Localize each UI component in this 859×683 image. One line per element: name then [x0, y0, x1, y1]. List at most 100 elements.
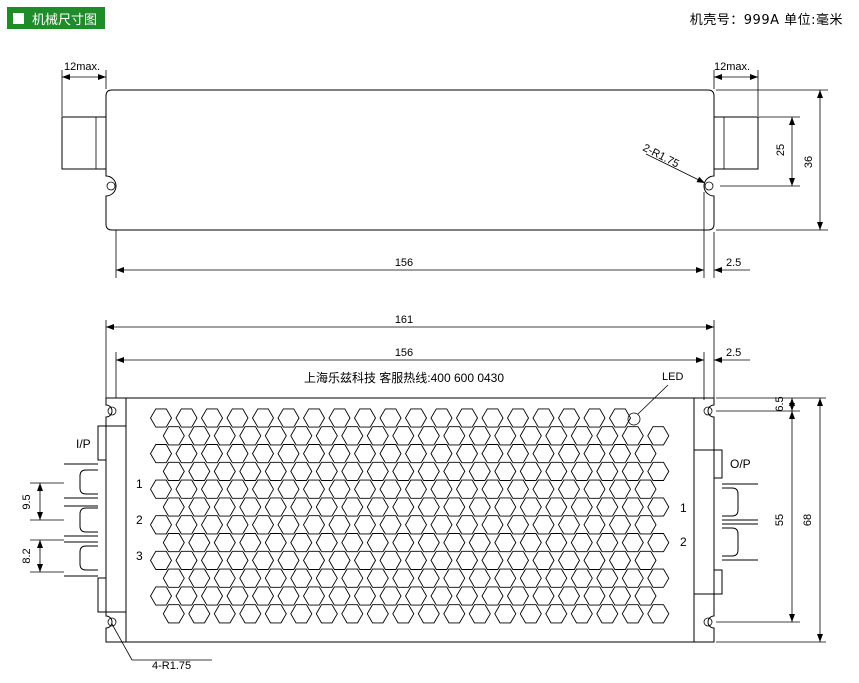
vent-hole — [608, 479, 632, 499]
vent-hole — [149, 408, 173, 428]
input-screw-terminals — [64, 463, 98, 577]
leader-led — [637, 384, 669, 415]
vent-hole — [162, 533, 185, 553]
led-label: LED — [662, 371, 683, 383]
vent-hole — [290, 497, 313, 517]
vent-hole — [545, 497, 568, 517]
vent-hole — [557, 408, 581, 428]
vent-hole — [188, 497, 211, 517]
vent-hole — [379, 408, 402, 428]
vent-hole — [277, 550, 300, 570]
vent-hole — [468, 497, 491, 517]
vent-hole — [315, 497, 338, 517]
vent-hole — [366, 426, 389, 446]
vent-hole — [200, 586, 224, 606]
section-title: 机械尺寸图 — [32, 12, 98, 28]
vent-hole — [647, 533, 670, 553]
vent-hole — [251, 408, 275, 428]
vent-hole — [583, 550, 606, 570]
dim-12max-right: 12max. — [714, 61, 750, 73]
vent-hole — [226, 515, 249, 535]
vent-hole — [341, 568, 364, 588]
vent-hole — [366, 533, 389, 553]
vent-hole — [570, 497, 593, 517]
vent-hole — [608, 586, 632, 606]
vent-hole — [392, 604, 415, 624]
vent-hole — [608, 444, 632, 464]
vent-hole — [570, 426, 593, 446]
dim-68: 68 — [802, 514, 814, 526]
vent-hole — [264, 426, 287, 446]
vent-hole — [188, 461, 211, 481]
vent-hole — [647, 568, 670, 588]
vent-hole — [290, 461, 313, 481]
dim-9-5: 9.5 — [21, 494, 33, 509]
vent-hole — [366, 497, 389, 517]
vent-hole — [443, 497, 466, 517]
vent-hole — [570, 604, 593, 624]
vent-hole — [506, 444, 530, 464]
vent-hole — [175, 550, 198, 570]
vent-hole — [175, 444, 198, 464]
vent-hole — [175, 515, 198, 535]
vent-hole — [430, 515, 453, 535]
vent-hole — [353, 444, 377, 464]
vent-hole — [162, 568, 185, 588]
vent-hole — [251, 550, 275, 570]
vent-hole — [443, 461, 466, 481]
vent-hole — [570, 533, 593, 553]
vent-hole — [596, 533, 619, 553]
vent-hole — [290, 568, 313, 588]
led-indicator — [627, 412, 641, 426]
dim-8-2: 8.2 — [21, 548, 33, 563]
output-pin-1: 1 — [680, 501, 687, 515]
vent-hole — [621, 461, 644, 481]
vent-hole — [200, 550, 224, 570]
leader-4r175 — [111, 623, 133, 661]
output-label: O/P — [730, 457, 751, 471]
vent-hole — [519, 497, 542, 517]
vent-hole — [596, 426, 619, 446]
dim-156-top: 156 — [395, 257, 413, 269]
vent-hole — [379, 515, 402, 535]
vent-hole — [149, 444, 173, 464]
vent-hole — [634, 586, 657, 606]
vent-hole — [290, 533, 313, 553]
top-view: 12max. 12max. 2-R1.75 25 36 156 2.5 — [61, 61, 828, 278]
vent-hole — [455, 479, 479, 499]
vent-hole — [213, 568, 236, 588]
vent-hole — [328, 479, 351, 499]
vent-hole — [532, 444, 555, 464]
vent-hole — [481, 444, 504, 464]
vent-hole — [621, 604, 644, 624]
mount-hole — [704, 181, 714, 191]
vent-hole — [251, 444, 275, 464]
dim-2-5-top: 2.5 — [726, 257, 741, 269]
vent-hole — [290, 604, 313, 624]
vent-hole — [468, 568, 491, 588]
vent-hole — [596, 604, 619, 624]
vent-hole — [239, 568, 262, 588]
input-pin-3: 3 — [136, 549, 143, 563]
vent-hole — [277, 515, 300, 535]
vent-hole — [353, 586, 377, 606]
vent-hole — [264, 568, 287, 588]
vent-hole — [557, 550, 581, 570]
vent-hole — [608, 408, 632, 428]
vent-hole — [583, 479, 606, 499]
vent-hole — [149, 550, 173, 570]
vent-hole — [353, 515, 377, 535]
vent-hole — [443, 568, 466, 588]
vent-hole — [328, 408, 351, 428]
vent-hole — [175, 586, 198, 606]
vent-hole — [328, 550, 351, 570]
vent-hole — [443, 604, 466, 624]
vent-hole — [621, 533, 644, 553]
vent-hole — [647, 604, 670, 624]
vent-hole — [213, 604, 236, 624]
vent-hole — [519, 568, 542, 588]
vent-hole — [468, 533, 491, 553]
vent-hole — [341, 426, 364, 446]
vent-hole — [277, 444, 300, 464]
vent-hole — [557, 479, 581, 499]
